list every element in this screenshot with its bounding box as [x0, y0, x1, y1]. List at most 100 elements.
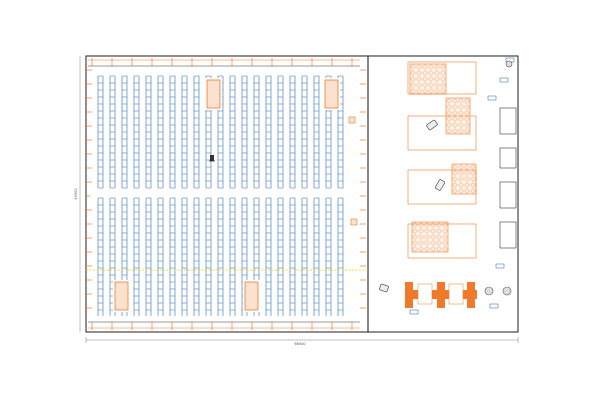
- rack-pair: [253, 75, 260, 189]
- staging-zone: [407, 115, 477, 151]
- perimeter-structure: [86, 58, 366, 330]
- dock-door-icon: [499, 107, 517, 135]
- rack-pair: [133, 197, 140, 316]
- staging-frame: [451, 163, 477, 195]
- pallet-cell: [464, 104, 470, 110]
- rack-pair: [325, 197, 332, 316]
- dock-area-wall: [367, 55, 519, 333]
- pallet-cell: [446, 122, 452, 128]
- equipment-mark: [487, 95, 497, 101]
- pallet-cell: [470, 170, 476, 176]
- pallet-cell: [422, 76, 428, 82]
- conveyor-arm: [437, 282, 445, 308]
- rack-pair: [241, 75, 248, 189]
- rack-pair: [265, 75, 272, 189]
- pallet-cell: [418, 234, 424, 240]
- staging-frame: [411, 221, 449, 253]
- rack-pair: [193, 197, 200, 316]
- pallet-cell: [422, 82, 428, 88]
- pallet-cell: [446, 128, 452, 134]
- pallet-cell: [440, 82, 446, 88]
- pallet-block-4: [244, 281, 259, 311]
- pallet-cell: [464, 98, 470, 104]
- pallet-cell: [464, 188, 470, 194]
- pallet-cell: [464, 182, 470, 188]
- overall-depth-label: 45000: [74, 188, 78, 199]
- dimension-lines: 66000 45000: [74, 56, 519, 346]
- dock-staging-area: [405, 57, 515, 315]
- pallet-cell: [464, 128, 470, 134]
- pallet-cell: [434, 64, 440, 70]
- pallet-cell: [458, 188, 464, 194]
- staging-zone: [407, 169, 477, 205]
- pallet-cell: [470, 188, 476, 194]
- pallet-cell: [452, 164, 458, 170]
- pallet-cell: [430, 240, 436, 246]
- pallet-cell: [458, 110, 464, 116]
- forklift-icon: [209, 155, 215, 162]
- pallet-cell: [458, 182, 464, 188]
- pallet-cell: [452, 182, 458, 188]
- pallet-cell: [434, 76, 440, 82]
- rack-pair: [97, 197, 104, 316]
- rack-pair: [97, 75, 104, 189]
- pallet-cell: [464, 122, 470, 128]
- rack-pair: [145, 197, 152, 316]
- pallet-cell: [446, 98, 452, 104]
- pallet-cell: [458, 116, 464, 122]
- pallet-cell: [436, 240, 442, 246]
- pallet-cell: [412, 234, 418, 240]
- pallet-cell: [422, 70, 428, 76]
- pallet-cell: [434, 82, 440, 88]
- reach-truck-icon: [379, 283, 389, 293]
- pallet-cell: [470, 176, 476, 182]
- forklift-icon: [348, 116, 356, 124]
- pallet-cell: [440, 64, 446, 70]
- pallet-cell: [458, 122, 464, 128]
- pallet-cell: [452, 98, 458, 104]
- rack-pair: [289, 75, 296, 189]
- pallet-cell: [440, 76, 446, 82]
- equipment-mark: [499, 77, 509, 83]
- cross-aisle-blocks: [114, 79, 339, 311]
- staging-zone: [407, 61, 477, 95]
- pallet-cell: [410, 64, 416, 70]
- rack-pair: [313, 75, 320, 189]
- pallet-cell: [458, 104, 464, 110]
- pallet-cell: [436, 228, 442, 234]
- column-icon: [484, 286, 494, 296]
- pallet-cell: [424, 234, 430, 240]
- pallet-cell: [434, 88, 440, 94]
- forklift-icon: [350, 218, 358, 226]
- pallet-cell: [436, 234, 442, 240]
- pallet-cell: [440, 88, 446, 94]
- pallet-cell: [428, 70, 434, 76]
- pallet-cell: [428, 88, 434, 94]
- pallet-cell: [410, 82, 416, 88]
- pallet-cell: [416, 76, 422, 82]
- pallet-cell: [442, 228, 448, 234]
- pallet-cell: [452, 128, 458, 134]
- rack-pair: [301, 75, 308, 189]
- pallet-cell: [442, 240, 448, 246]
- rack-pair: [157, 75, 164, 189]
- pallet-stack-icon: [409, 63, 447, 95]
- pallet-cell: [464, 176, 470, 182]
- pallet-cell: [418, 246, 424, 252]
- pallet-cell: [464, 110, 470, 116]
- pallet-block-1: [206, 79, 221, 109]
- rack-pair: [313, 197, 320, 316]
- pallet-stack-icon: [451, 163, 477, 195]
- rack-pair: [229, 197, 236, 316]
- rack-pair: [217, 197, 224, 316]
- pallet-cell: [458, 128, 464, 134]
- pallet-cell: [418, 240, 424, 246]
- pallet-cell: [458, 164, 464, 170]
- pallet-cell: [442, 234, 448, 240]
- rack-pair: [169, 75, 176, 189]
- pallet-cell: [458, 176, 464, 182]
- pallet-cell: [458, 170, 464, 176]
- pallet-cell: [436, 246, 442, 252]
- pallet-cell: [452, 170, 458, 176]
- pallet-cell: [424, 246, 430, 252]
